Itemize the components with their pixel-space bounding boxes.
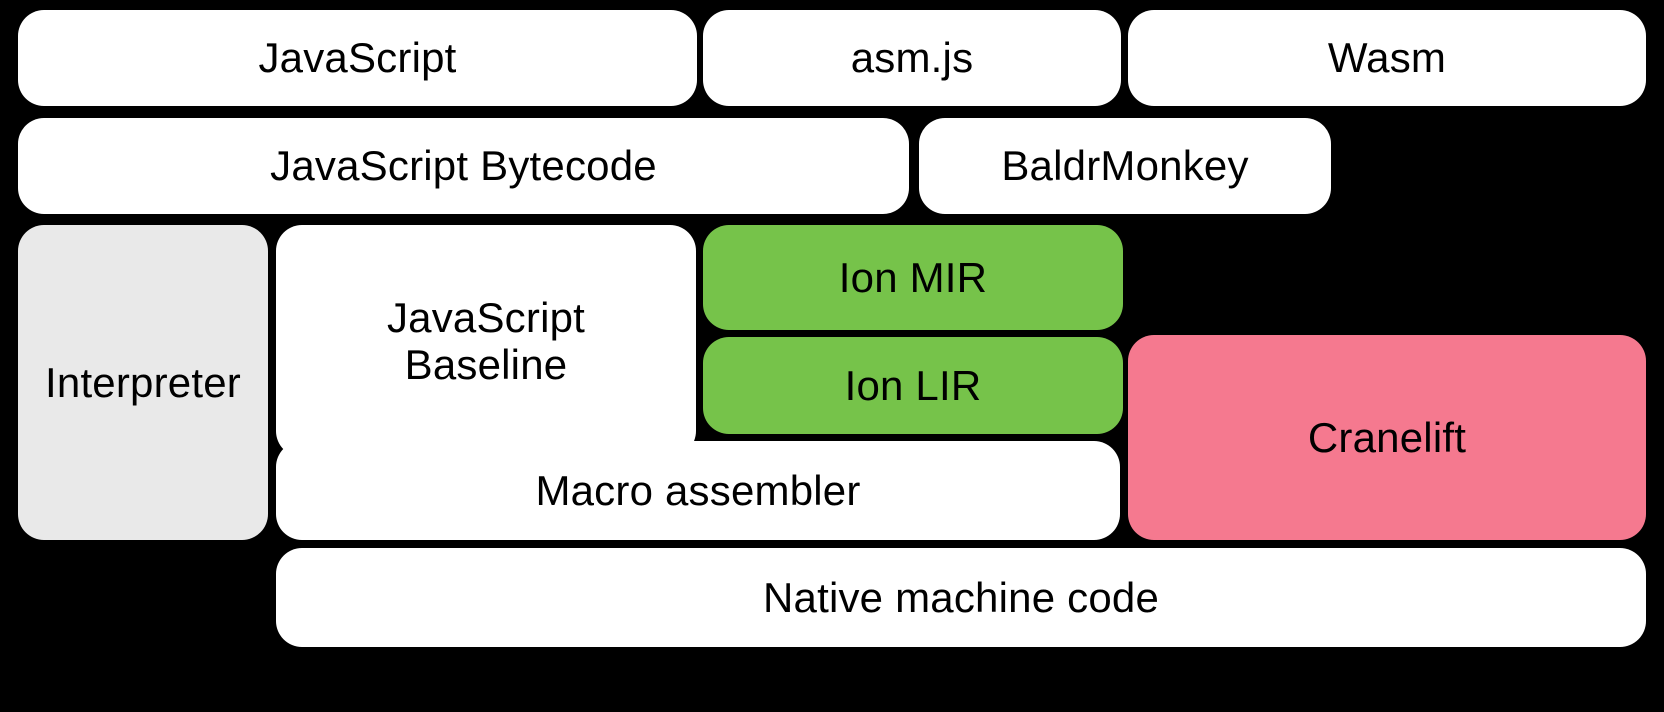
node-label: BaldrMonkey — [1001, 142, 1249, 190]
node-label: Macro assembler — [535, 466, 861, 514]
node-label: Ion LIR — [844, 361, 982, 409]
node-wasm[interactable]: Wasm — [1128, 10, 1646, 106]
node-macro-assembler[interactable]: Macro assembler — [276, 441, 1120, 540]
node-label: asm.js — [850, 34, 974, 82]
node-label: JavaScript Bytecode — [270, 142, 657, 190]
node-label: Native machine code — [762, 573, 1159, 621]
node-native-machine-code[interactable]: Native machine code — [276, 548, 1646, 647]
node-javascript[interactable]: JavaScript — [18, 10, 697, 106]
node-label: Cranelift — [1307, 413, 1467, 461]
node-label: JavaScript Baseline — [386, 293, 586, 388]
node-label: JavaScript — [258, 34, 457, 82]
node-ion-lir[interactable]: Ion LIR — [703, 337, 1123, 434]
node-baldrmonkey[interactable]: BaldrMonkey — [919, 118, 1331, 214]
node-label: Interpreter — [45, 358, 241, 406]
node-cranelift[interactable]: Cranelift — [1128, 335, 1646, 540]
node-ion-mir[interactable]: Ion MIR — [703, 225, 1123, 330]
node-label: Ion MIR — [838, 253, 988, 301]
node-javascript-bytecode[interactable]: JavaScript Bytecode — [18, 118, 909, 214]
node-asmjs[interactable]: asm.js — [703, 10, 1121, 106]
node-javascript-baseline[interactable]: JavaScript Baseline — [276, 225, 696, 457]
node-interpreter[interactable]: Interpreter — [18, 225, 268, 540]
node-label: Wasm — [1327, 34, 1447, 82]
